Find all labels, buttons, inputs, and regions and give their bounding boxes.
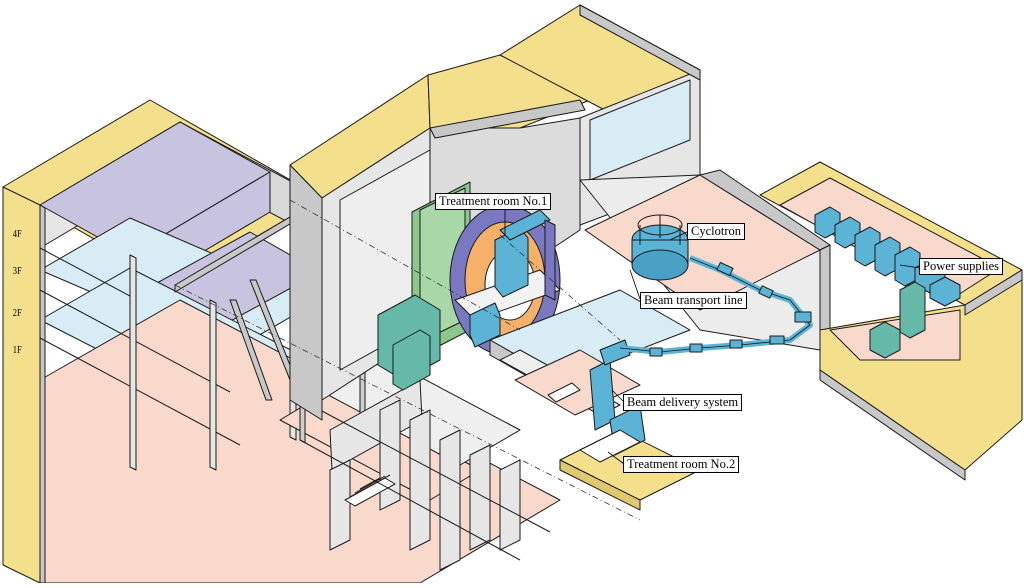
label-cyclotron: Cyclotron	[687, 223, 745, 240]
left-building	[2, 99, 561, 584]
label-power-supplies: Power supplies	[919, 258, 1004, 275]
dashed-reference-lines	[174, 199, 641, 521]
floor-label-3f: 3F	[12, 266, 22, 277]
leader-lines	[504, 208, 921, 465]
label-treatment-room-2: Treatment room No.2	[623, 456, 740, 473]
gantry-room-1	[377, 181, 561, 391]
label-beam-transport-line: Beam transport line	[640, 292, 747, 309]
floor-label-2f: 2F	[12, 308, 22, 319]
label-treatment-room-1: Treatment room No.1	[435, 193, 552, 210]
label-beam-delivery-system: Beam delivery system	[623, 394, 743, 411]
floor-label-1f: 1F	[12, 345, 22, 356]
beam-transport-line	[619, 255, 813, 357]
cyclotron-machine	[631, 214, 689, 281]
floor-label-4f: 4F	[12, 229, 22, 240]
